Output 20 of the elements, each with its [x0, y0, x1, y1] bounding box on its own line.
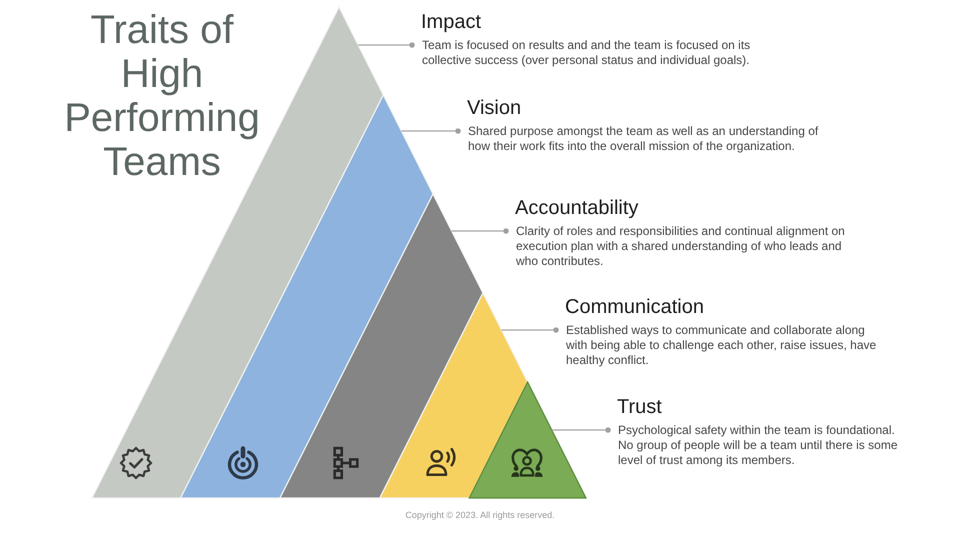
trait-heading: Communication — [565, 294, 704, 318]
leader-line — [452, 228, 509, 234]
diagram-title: Traits of High Performing Teams — [63, 8, 261, 184]
pyramid-band — [378, 292, 528, 499]
leader-line — [401, 128, 461, 134]
copyright-notice: Copyright © 2023. All rights reserved. — [405, 510, 555, 521]
leader-line — [552, 427, 611, 433]
trait-description: Established ways to communicate and collaborate along with being able to challenge each other, raise issues, have healthy conflict. — [566, 322, 878, 368]
trait-description: Psychological safety within the team is foundational. No group of people will be a team until there is some level of trust among its members. — [618, 422, 898, 468]
trait-heading: Accountability — [515, 196, 638, 220]
trait-description: Clarity of roles and responsibilities and continual alignment on execution plan with a shared understanding of who leads and who contributes. — [516, 224, 846, 268]
trait-description: Shared purpose amongst the team as well as an understanding of how their work fits into the overall mission of the organization. — [468, 124, 820, 154]
trait-heading: Trust — [617, 394, 662, 418]
trait-heading: Impact — [421, 10, 482, 34]
pyramid-band — [468, 380, 587, 499]
pyramid-band — [279, 192, 484, 499]
trait-heading: Vision — [467, 96, 522, 120]
trait-description: Team is focused on results and and the team is focused on its collective success (over personal status and individual goals). — [422, 38, 752, 68]
leader-line — [358, 42, 415, 48]
leader-line — [502, 327, 559, 333]
